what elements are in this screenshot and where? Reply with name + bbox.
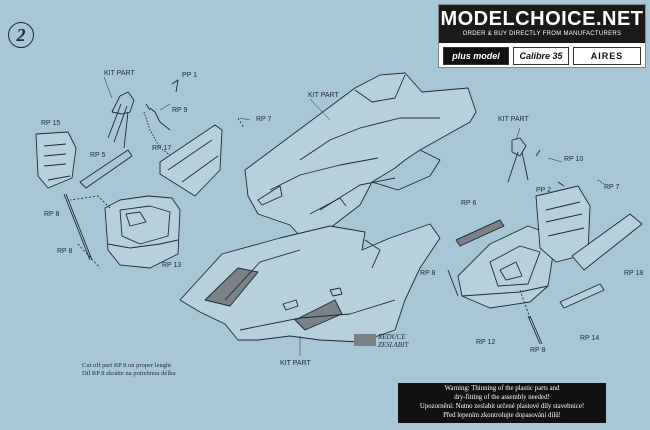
step-number: 2 bbox=[8, 22, 34, 48]
rp13-cockpit-tub bbox=[104, 195, 181, 269]
warning-line-2: dry-fitting of the assembly needed! bbox=[454, 394, 550, 401]
label-rp10: RP 10 bbox=[564, 156, 584, 163]
label-rp18: RP 18 bbox=[624, 270, 644, 277]
rp18-panel bbox=[571, 213, 643, 271]
rp15-part bbox=[35, 131, 77, 189]
warning-box: Warning: Thinning of the plastic parts a… bbox=[398, 383, 606, 423]
brand-tagline: ORDER & BUY DIRECTLY FROM MANUFACTURERS bbox=[462, 31, 622, 37]
label-rp8-right-lower: RP 8 bbox=[530, 347, 546, 354]
cut-note-en: Cut off part RP 8 on proper lenght bbox=[82, 362, 172, 369]
label-rp9: RP 9 bbox=[172, 107, 188, 114]
label-rp12: RP 12 bbox=[476, 339, 496, 346]
cut-note: Cut off part RP 8 on proper lenght Díl R… bbox=[82, 362, 176, 378]
reduce-legend-en: REDUCE bbox=[378, 333, 406, 341]
label-kit-part-seat-left: KIT PART bbox=[104, 70, 135, 77]
brand-bar bbox=[439, 5, 645, 43]
warning-line-3: Upozornění: Nutno zeslabit určené plasto… bbox=[419, 403, 585, 410]
cut-note-cz: Díl RP 8 zkrátte na potrebnou délku bbox=[82, 370, 176, 377]
calibre-logo: Calibre 35 bbox=[513, 47, 569, 65]
brand-banner[interactable]: MODELCHOICE.NET ORDER & BUY DIRECTLY FRO… bbox=[438, 4, 646, 68]
warning-line-1: Warning: Thinning of the plastic parts a… bbox=[444, 385, 560, 392]
fuselage-lower-kit-part bbox=[179, 223, 441, 343]
rp17-part bbox=[159, 124, 223, 197]
label-rp8-left-upper: RP 8 bbox=[44, 211, 60, 218]
label-rp7-right: RP 7 bbox=[604, 184, 620, 191]
rp14-panel bbox=[559, 283, 605, 309]
label-rp17: RP 17 bbox=[152, 145, 172, 152]
label-rp8-left-lower: RP 8 bbox=[57, 248, 73, 255]
label-rp7-left: RP 7 bbox=[256, 116, 272, 123]
ejection-seat-kit-part bbox=[111, 91, 135, 115]
label-rp8-right-upper: RP 8 bbox=[420, 270, 436, 277]
reduce-legend-cz: ZESLABIT bbox=[378, 341, 409, 349]
plus-model-logo: plus model bbox=[443, 47, 509, 65]
label-kit-part-seat-right: KIT PART bbox=[498, 116, 529, 123]
brand-name: MODELCHOICE.NET bbox=[440, 8, 644, 30]
label-rp15: RP 15 bbox=[41, 120, 61, 127]
label-rp13: RP 13 bbox=[162, 262, 182, 269]
reduce-legend: REDUCE ZESLABIT bbox=[378, 333, 408, 349]
rp5-part bbox=[79, 149, 133, 189]
label-kit-part-lower: KIT PART bbox=[280, 360, 311, 367]
label-rp6: RP 6 bbox=[461, 200, 477, 207]
reduce-legend-swatch bbox=[354, 334, 376, 346]
aires-logo: AIRES bbox=[573, 47, 641, 65]
label-rp14: RP 14 bbox=[580, 335, 600, 342]
fuselage-upper-kit-part bbox=[244, 72, 477, 237]
label-rp5: RP 5 bbox=[90, 152, 106, 159]
label-pp2: PP 2 bbox=[536, 187, 552, 194]
warning-line-4: Před lepením zkontrolujte dopasování díl… bbox=[443, 412, 561, 419]
label-kit-part-fuselage: KIT PART bbox=[308, 92, 339, 99]
label-pp1: PP 1 bbox=[182, 72, 198, 79]
